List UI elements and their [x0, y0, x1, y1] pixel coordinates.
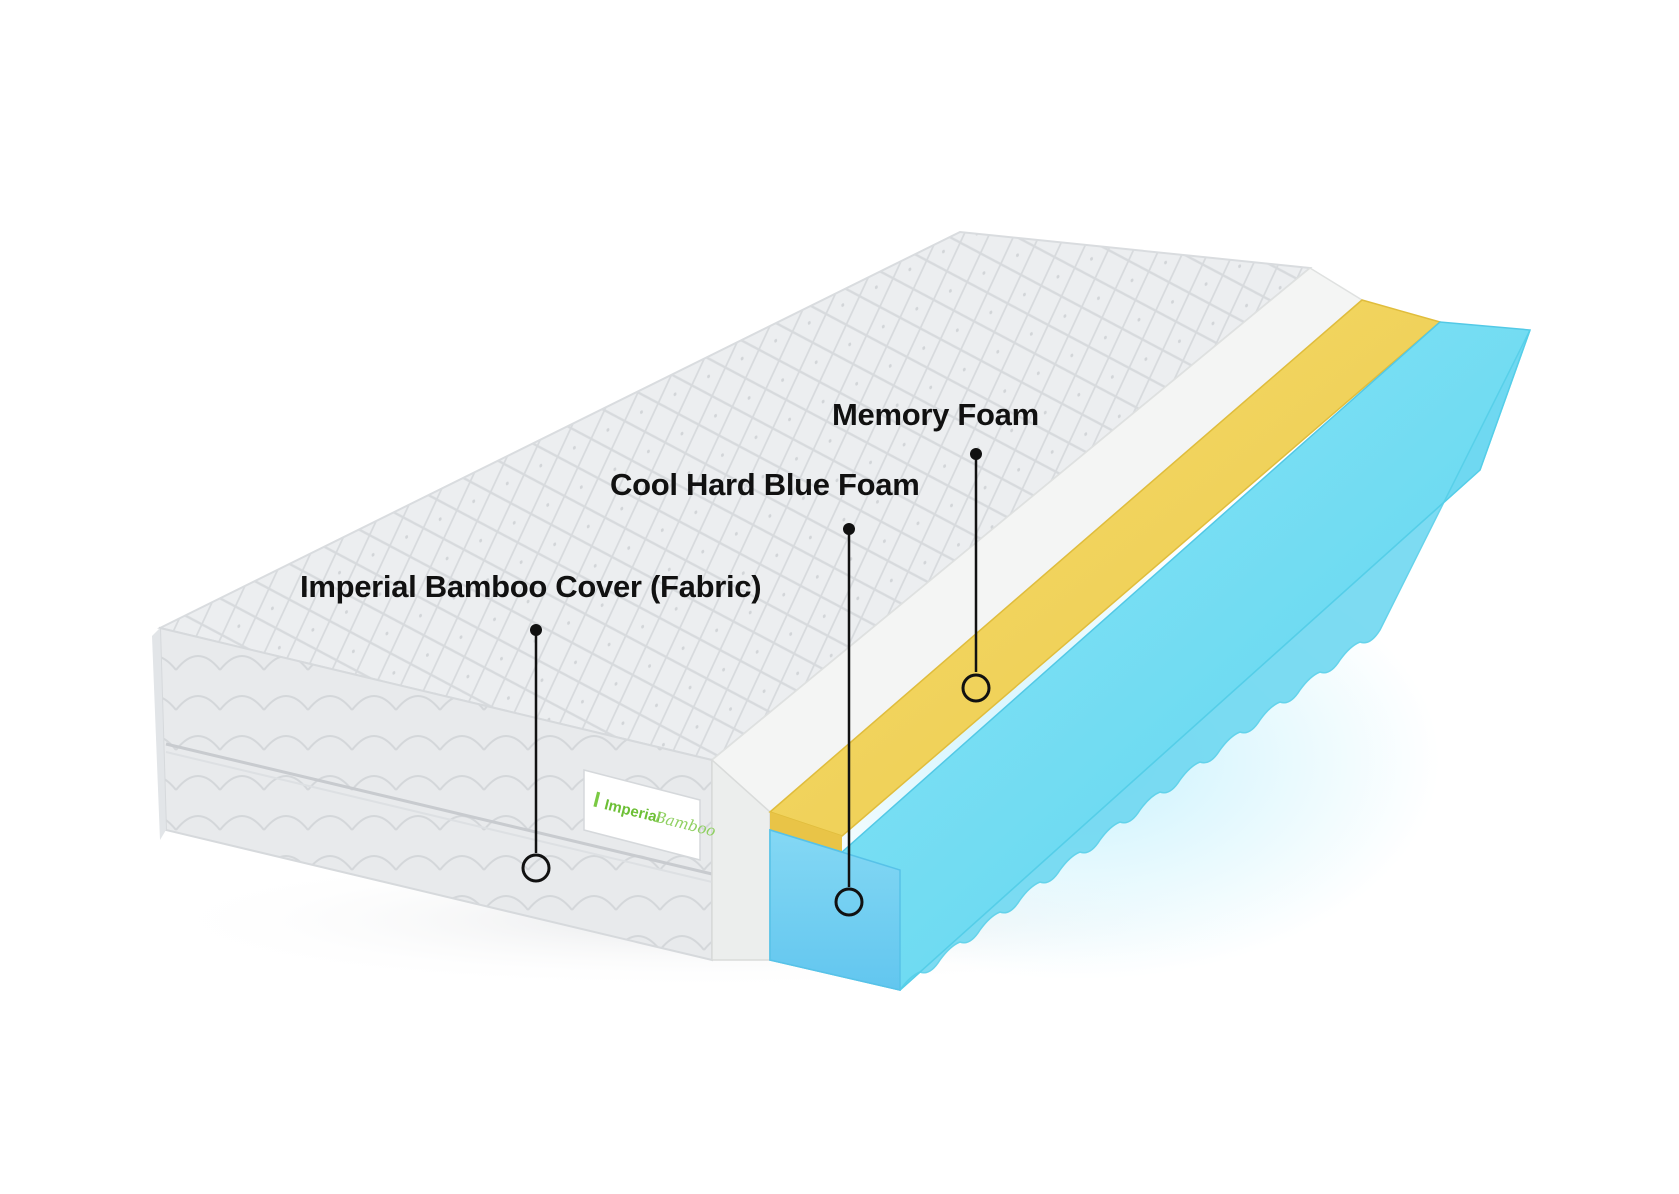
memory-foam-front	[770, 812, 842, 852]
callout-ring	[961, 673, 991, 703]
cover-zipper-seam	[165, 751, 713, 883]
label-blue-foam: Cool Hard Blue Foam	[610, 467, 920, 502]
blue-foam-ridges	[899, 329, 1531, 991]
brand-label: I Imperial Bamboo	[583, 769, 718, 861]
callout-memory-foam: Memory Foam	[832, 397, 1039, 703]
callout-ring	[521, 853, 551, 883]
label-cover: Imperial Bamboo Cover (Fabric)	[300, 569, 761, 604]
logo-icon: I	[591, 787, 603, 813]
label-memory-foam: Memory Foam	[832, 397, 1039, 432]
cover-end	[152, 628, 166, 840]
callout-cover: Imperial Bamboo Cover (Fabric)	[300, 569, 762, 883]
cover-zipper	[165, 742, 713, 876]
callout-ring	[834, 887, 864, 917]
callout-blue-foam: Cool Hard Blue Foam	[610, 467, 920, 917]
